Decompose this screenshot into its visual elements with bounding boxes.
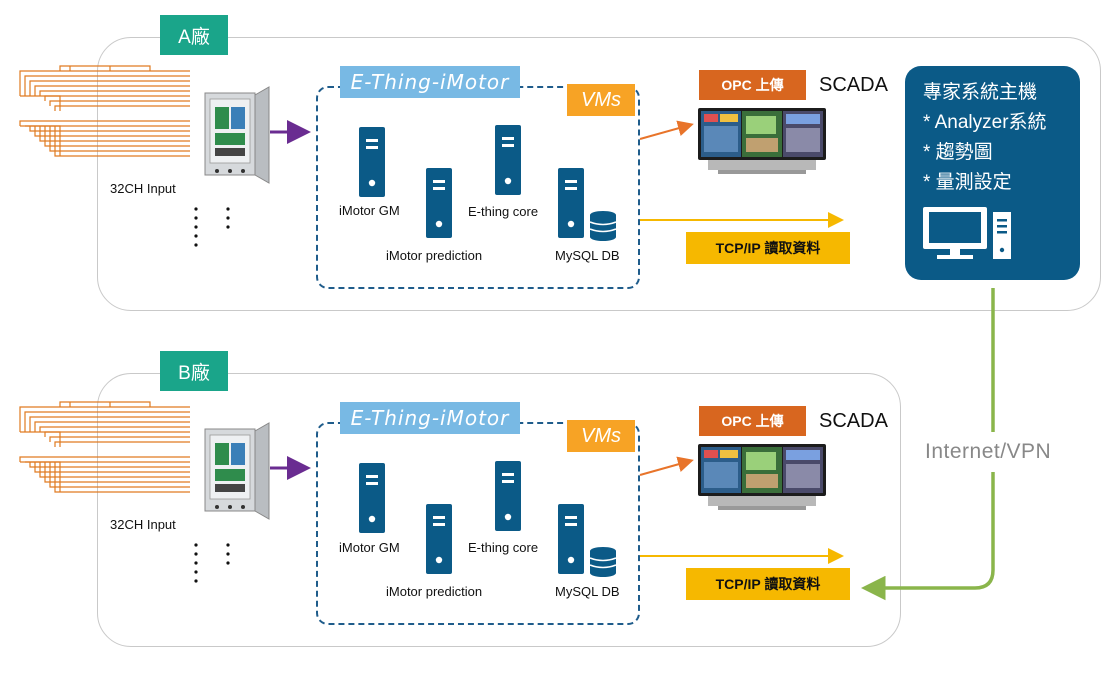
factory-b-server-gm-label: iMotor GM (339, 540, 400, 555)
factory-b-opc-upload-label: OPC 上傳 (699, 406, 806, 436)
factory-b-opc-arrow (639, 456, 694, 476)
factory-b-wiring (19, 401, 191, 493)
expert-system-panel: 專家系統主機 * Analyzer系統 * 趨勢圖 * 量測設定 (905, 66, 1080, 280)
factory-b-ething-label: E-Thing-iMotor (340, 402, 520, 434)
factory-a-tag: A廠 (160, 15, 228, 55)
factory-a-server-db-icon (558, 168, 584, 238)
desktop-computer-icon (923, 207, 1011, 259)
factory-b-tag: B廠 (160, 351, 228, 391)
factory-b-server-gm-icon (359, 463, 385, 533)
factory-a-wiring (19, 65, 191, 157)
factory-a-server-prediction-icon (426, 168, 452, 238)
internet-vpn-line (868, 288, 995, 588)
factory-b-more-channels-icon (194, 543, 230, 583)
factory-a-tcp-read-label: TCP/IP 讀取資料 (686, 232, 850, 264)
factory-a-input-label: 32CH Input (110, 181, 176, 196)
factory-a-opc-upload-label: OPC 上傳 (699, 70, 806, 100)
factory-a-scada-monitors-icon (698, 108, 826, 174)
factory-a-server-core-icon (495, 125, 521, 195)
factory-b-server-db-icon (558, 504, 584, 574)
factory-a-more-channels-icon (194, 207, 230, 247)
expert-system-item-analyzer: * Analyzer系統 (923, 112, 1047, 133)
factory-a-server-core-label: E-thing core (468, 204, 539, 219)
factory-b-server-db-label: MySQL DB (555, 584, 620, 599)
factory-a-server-db-label: MySQL DB (555, 248, 620, 263)
factory-a-vms-label: VMs (567, 84, 635, 116)
factory-a-database-icon (589, 210, 617, 242)
factory-a-ething-label: E-Thing-iMotor (340, 66, 520, 98)
factory-b-input-label: 32CH Input (110, 517, 176, 532)
factory-a-control-cabinet (204, 86, 270, 184)
factory-a-opc-arrow (639, 120, 694, 140)
factory-b-scada-label: SCADA (819, 410, 888, 432)
factory-b-database-icon (589, 546, 617, 578)
expert-system-item-measure: * 量測設定 (923, 172, 1012, 193)
expert-system-item-trend: * 趨勢圖 (923, 142, 993, 163)
factory-b-server-prediction-label: iMotor prediction (386, 584, 483, 599)
factory-a-server-gm-label: iMotor GM (339, 203, 400, 218)
factory-b-server-core-label: E-thing core (468, 540, 539, 555)
factory-b-tcp-read-label: TCP/IP 讀取資料 (686, 568, 850, 600)
expert-system-title: 專家系統主機 (923, 82, 1038, 103)
factory-b-server-core-icon (495, 461, 521, 531)
factory-b-control-cabinet (204, 422, 270, 520)
factory-a-server-prediction-label: iMotor prediction (386, 248, 483, 263)
factory-b-server-prediction-icon (426, 504, 452, 574)
internet-vpn-label: Internet/VPN (925, 440, 1052, 463)
factory-a-scada-label: SCADA (819, 74, 888, 96)
factory-b-vms-label: VMs (567, 420, 635, 452)
factory-b-scada-monitors-icon (698, 444, 826, 510)
factory-a-server-gm-icon (359, 127, 385, 197)
